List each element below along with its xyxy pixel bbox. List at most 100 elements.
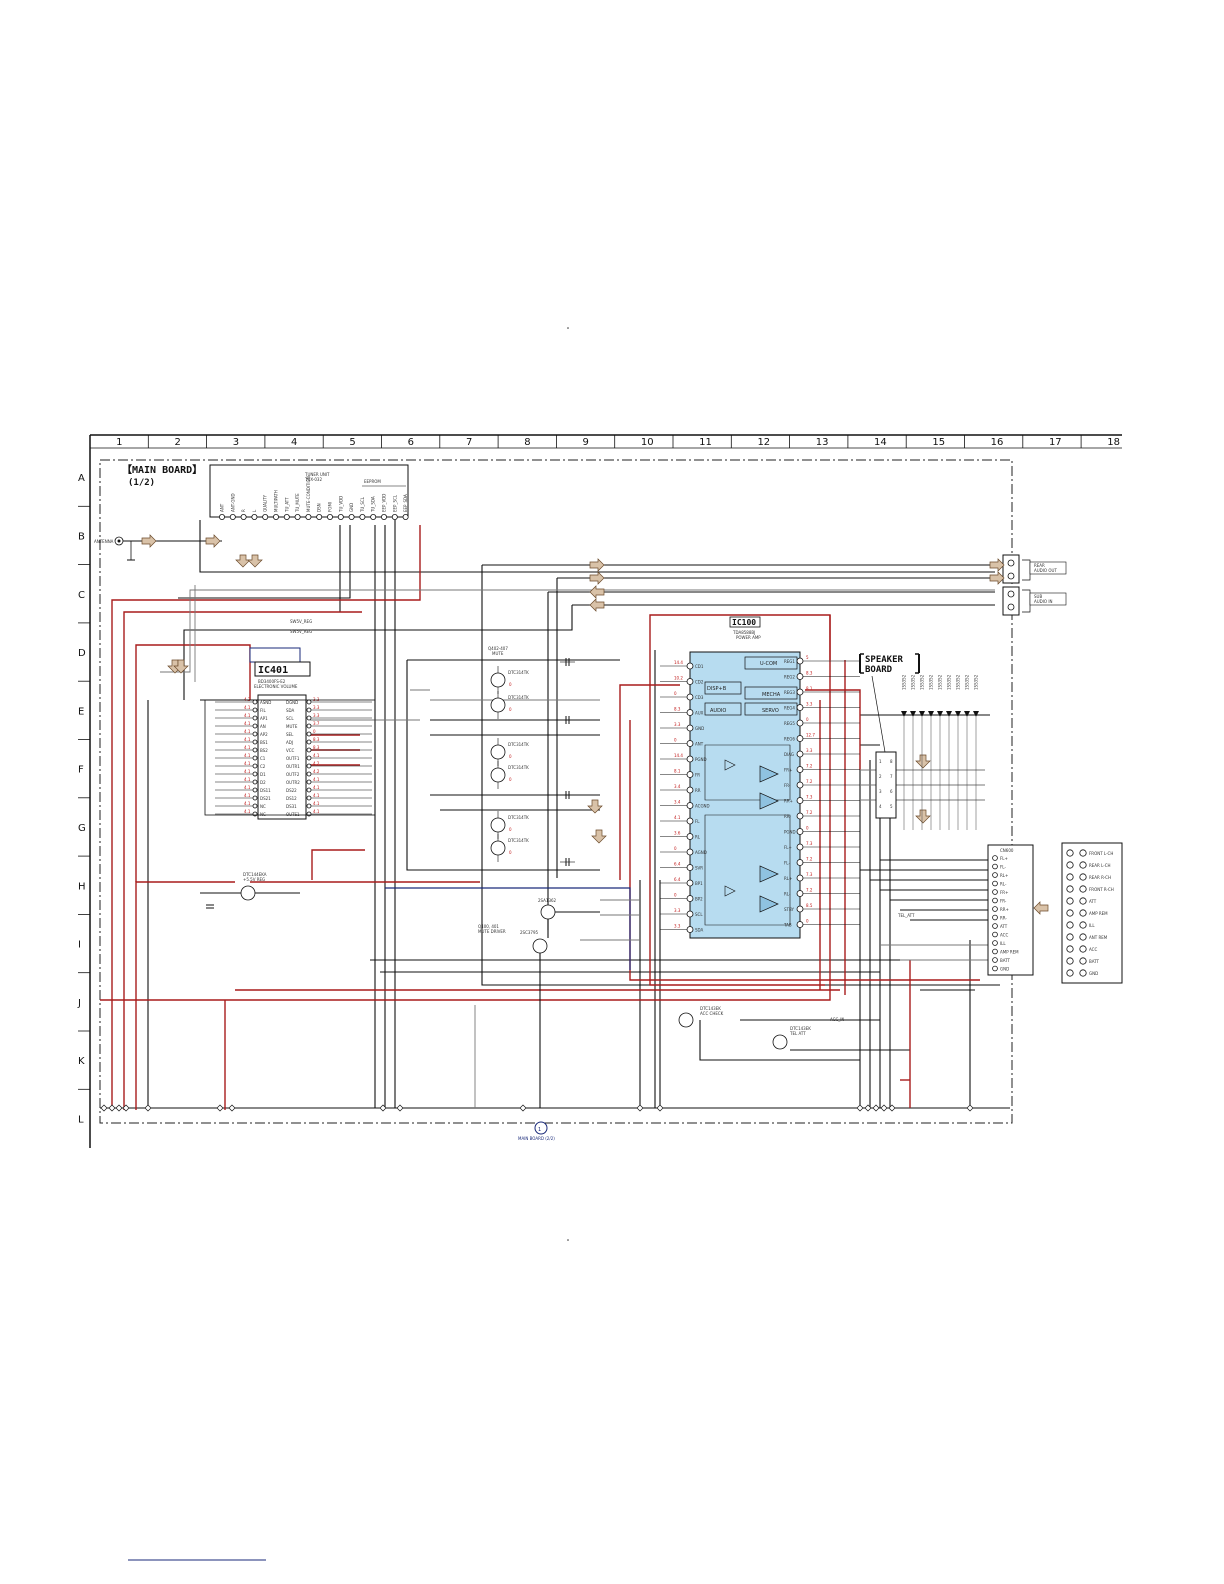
ic100-right-pin: FL- xyxy=(784,861,790,866)
mute-driver: 2SA1362 2SC3795 Q400, 401 MUTE DRIVER xyxy=(478,898,600,1108)
harness-pin xyxy=(1066,969,1074,977)
column-label: 17 xyxy=(1049,437,1062,448)
ic100-left-voltage: 3.3 xyxy=(674,722,681,727)
ic100-right-pin: REG1 xyxy=(784,659,795,664)
diode xyxy=(928,711,934,717)
regulator-label: DTC144EKA xyxy=(243,872,267,877)
main-board-label: 【MAIN BOARD】 xyxy=(122,463,202,476)
ic100-left-pin: ANT xyxy=(695,742,704,747)
mute-transistor xyxy=(490,744,506,760)
ic401-right-pin: MUTE xyxy=(286,724,298,729)
ic100-right-pin: RR- xyxy=(784,814,791,819)
harness-label: ATT xyxy=(1089,899,1097,904)
mute-transistor-part: DTC314TK xyxy=(508,695,529,700)
tuner-pin xyxy=(272,514,279,521)
ic100-block-ucom: U-COM xyxy=(760,661,777,667)
ic401-left-voltage: 4.1 xyxy=(244,713,251,718)
ic401-right-voltage: 4.1 xyxy=(313,793,320,798)
ic100-right-pin: TAB xyxy=(783,923,792,928)
diode-part: 1SS352 xyxy=(902,674,907,690)
bottom-terminal xyxy=(122,1104,130,1112)
acc-check-label: DTC143EK xyxy=(700,1006,721,1011)
footer-number: 1 xyxy=(538,1127,541,1133)
ic100-left-pin: AGND xyxy=(695,850,707,855)
harness-label: REAR L-CH xyxy=(1089,863,1111,868)
antenna-label: ANTENNA xyxy=(94,539,114,544)
black-wiring xyxy=(100,520,1010,1109)
ic100-right-pin: FR- xyxy=(784,783,791,788)
column-label: 8 xyxy=(524,437,530,448)
ic401-left-pin: C1 xyxy=(260,756,266,761)
harness-pin xyxy=(1066,909,1074,917)
ic100-right-pin-node xyxy=(796,874,804,882)
ic401-pins: ASND4.2FIL4.1AP14.1AN4.1AP24.1BS14.1BS24… xyxy=(215,697,372,817)
cn600-pin: RR- xyxy=(1000,916,1007,921)
sub-audio-in-line1: SUB xyxy=(1034,594,1042,599)
bottom-terminal xyxy=(864,1104,872,1112)
column-label: 11 xyxy=(699,437,712,448)
ic100-left-pin: AUX xyxy=(695,711,704,716)
harness-pin xyxy=(1066,861,1074,869)
diode-part: 1SS352 xyxy=(920,674,925,690)
ic100-right-pin: REG5 xyxy=(784,721,795,726)
tuner-pin-label: L xyxy=(252,509,257,512)
speaker-board-line1: SPEAKER xyxy=(865,655,904,665)
row-label: G xyxy=(78,823,86,834)
diode-part: 1SS352 xyxy=(965,674,970,690)
ic100-left-pin: CD1 xyxy=(695,664,704,669)
cn600-pin: RR+ xyxy=(1000,907,1009,912)
acc-check: DTC143EK ACC CHECK xyxy=(678,1006,724,1028)
bottom-terminal xyxy=(966,1104,974,1112)
ic100-left-pin-node xyxy=(686,864,694,871)
mute-transistor xyxy=(490,767,506,783)
tuner-pin xyxy=(402,514,409,521)
cn600-pin: RL- xyxy=(1000,882,1007,887)
cn600-name: CN600 xyxy=(1000,848,1014,853)
ic100-left-voltage: 3.3 xyxy=(674,924,681,929)
ic100-left-pin-node xyxy=(686,786,694,794)
tuner-pin-label: EEP_SCL xyxy=(392,494,397,512)
mute-transistor xyxy=(490,697,506,713)
cn600-pin-node xyxy=(992,940,998,946)
svg-text:0: 0 xyxy=(509,682,512,687)
cn600-pin-node xyxy=(992,948,998,955)
tuner-pin xyxy=(380,514,387,521)
ic100-left-voltage: 6.4 xyxy=(674,862,681,867)
mute-transistor xyxy=(490,817,506,833)
ic100-right-pin-node xyxy=(796,843,804,851)
ic100-left-voltage: 3.6 xyxy=(674,831,681,836)
ic100-left-voltage: 6.4 xyxy=(674,877,681,882)
ic401-left-pin: ASND xyxy=(260,700,271,705)
tel-att-net: TEL_ATT xyxy=(897,913,915,918)
column-label: 15 xyxy=(932,437,945,448)
ic100-right-voltage: 7.3 xyxy=(806,872,813,877)
ic401-left-voltage: 4.1 xyxy=(244,721,251,726)
harness-pin xyxy=(1066,921,1074,929)
rear-audio-out-line1: REAR xyxy=(1034,563,1045,568)
column-label: 2 xyxy=(174,437,180,448)
tuner-pin-label: MUTE-CONDITION xyxy=(306,476,311,512)
ic100-right-voltage: 7.2 xyxy=(806,888,813,893)
tuner-pin-label: DSN xyxy=(317,503,322,512)
ic100-right-pin: RL- xyxy=(784,892,791,897)
cn600-pin: ILL xyxy=(1000,941,1006,946)
mute-transistor xyxy=(490,672,506,688)
ic100-right-voltage: 8.1 xyxy=(806,686,813,691)
ic100-left-voltage: 3.4 xyxy=(674,800,681,805)
ic100-right-pin: REG6 xyxy=(784,737,795,742)
ic100-left-pin: PGND xyxy=(695,757,707,762)
cn600-pin: FR+ xyxy=(1000,890,1008,895)
cn600-pin-node xyxy=(992,931,998,938)
ic100-right-voltage: 7.2 xyxy=(806,810,813,815)
tuner-pin-label: MULTIPATH xyxy=(274,490,279,512)
ic100-left-voltage: 8.1 xyxy=(674,769,681,774)
ic401-left-voltage: 4.1 xyxy=(244,809,251,814)
ic100-right-pin-node xyxy=(796,812,804,820)
ic100-right-pin: DIAG xyxy=(784,752,794,757)
ic401-left-pin: DS11 xyxy=(260,788,271,793)
ic100-right-voltage: 12.7 xyxy=(806,733,815,738)
ic100-right-pin: FR+ xyxy=(784,768,792,773)
mute-driver-part-2: 2SC3795 xyxy=(520,930,539,935)
